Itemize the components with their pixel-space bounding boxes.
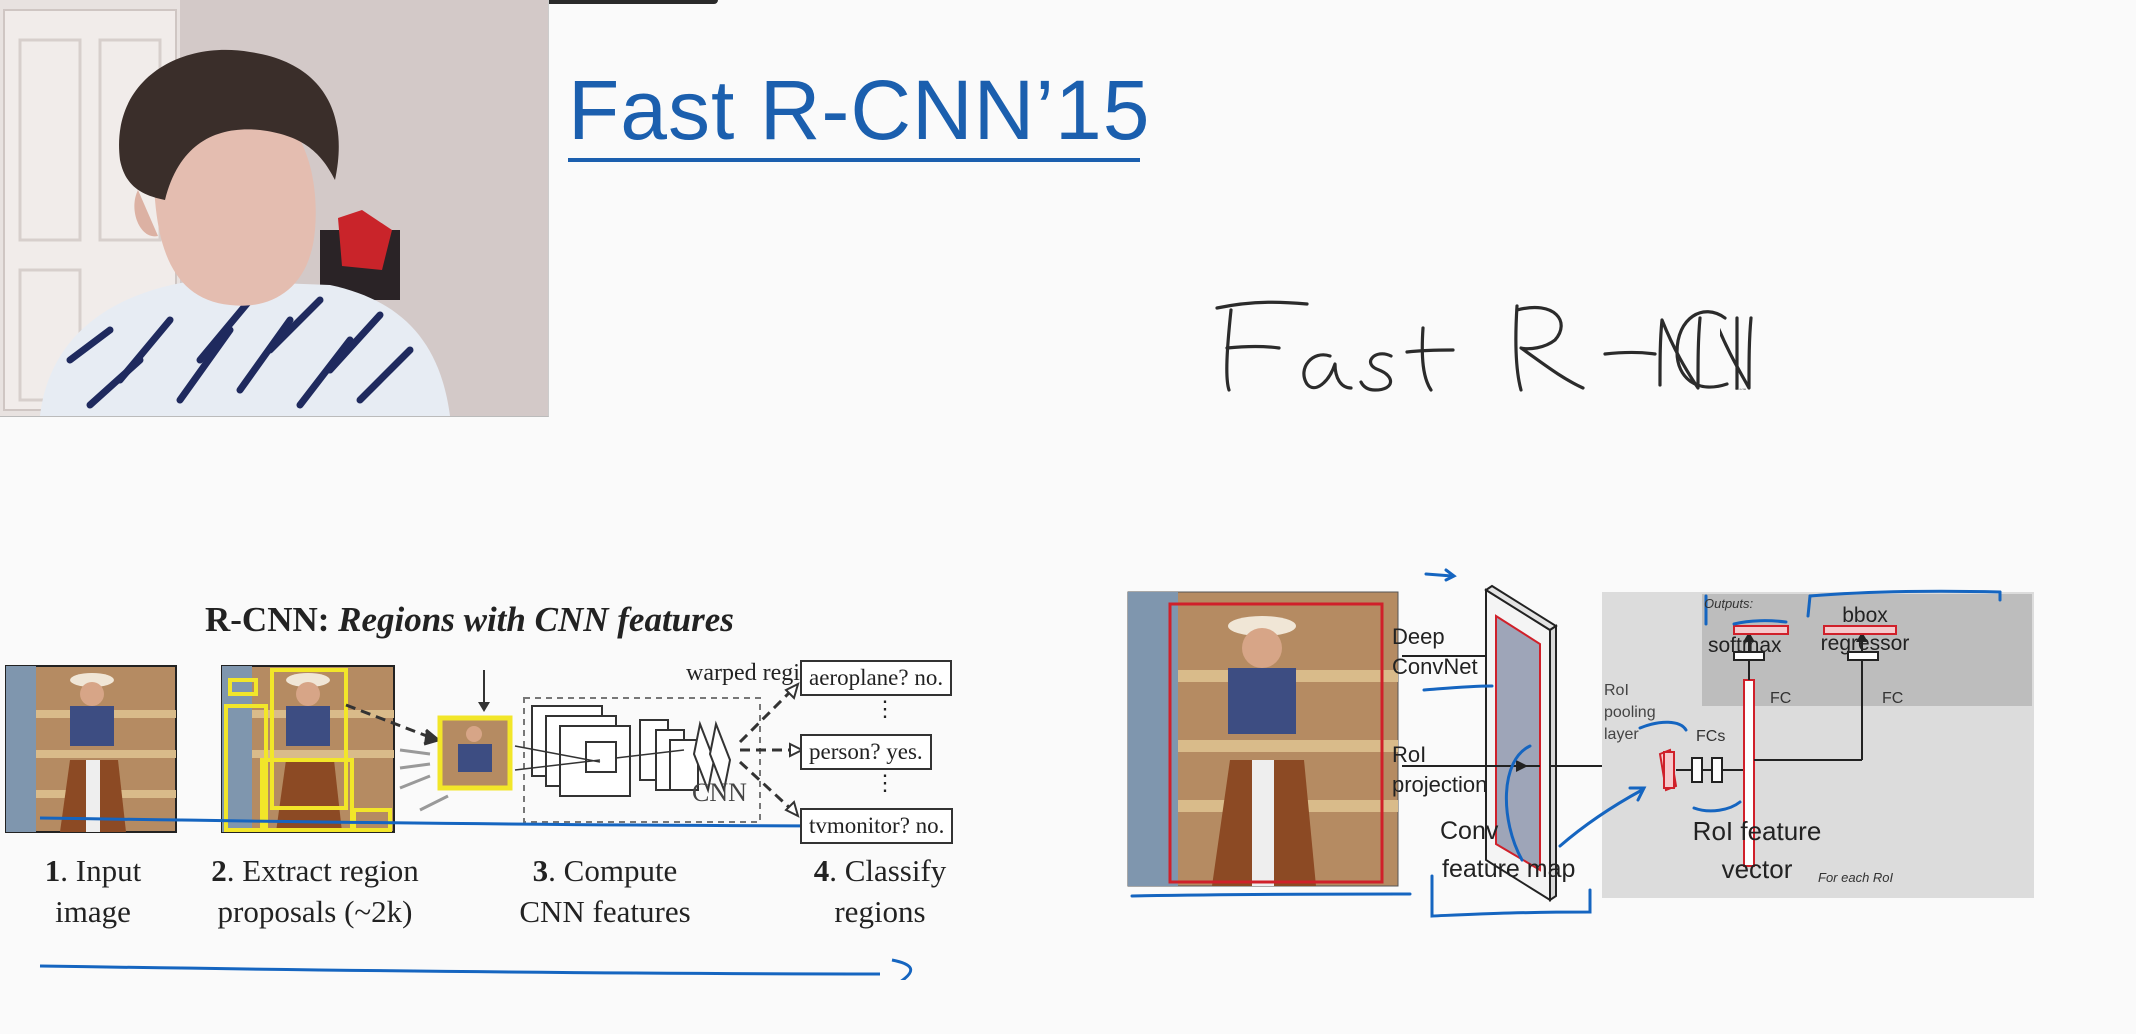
- conv-feature-map-label: Conv: [1440, 812, 1498, 850]
- step-1-label: 1. Input image: [18, 850, 168, 932]
- input-image: [5, 665, 177, 833]
- rcnn-header: R-CNN: Regions with CNN features: [205, 600, 734, 640]
- rcnn-pipeline-graphics: [5, 665, 881, 833]
- bbox-regressor-line2: regressor: [1820, 632, 1910, 655]
- step-2-num: 2: [211, 853, 227, 888]
- class-ellipsis-1: ⋮: [874, 696, 896, 721]
- step-3-line1: . Compute: [548, 853, 678, 888]
- step-4-label: 4. Classify regions: [780, 850, 980, 932]
- class-box-aeroplane: aeroplane? no.: [800, 660, 953, 696]
- roi-projection-label: RoI projection: [1392, 740, 1487, 800]
- roi-projection-line1: RoI: [1392, 742, 1427, 767]
- handwritten-note-text: Fast R-CNN: [1735, 388, 1747, 391]
- step-3-label: 3. Compute CNN features: [490, 850, 720, 932]
- roi-pooling-label: RoI pooling layer: [1604, 680, 1656, 746]
- deep-convnet-label: Deep ConvNet: [1392, 622, 1478, 682]
- title-underline: [568, 158, 1140, 162]
- webcam-video: [0, 0, 549, 417]
- handwritten-nn: [1720, 316, 1753, 390]
- cnn-label: CNN: [692, 778, 747, 807]
- step-2-label: 2. Extract region proposals (~2k): [190, 850, 440, 932]
- roi-feature-vector-line1: RoI feature: [1692, 816, 1822, 846]
- rcnn-underline: [39, 958, 913, 980]
- softmax-label: softmax: [1708, 634, 1782, 657]
- deep-convnet-line2: ConvNet: [1392, 654, 1478, 679]
- fc-label-right: FC: [1882, 690, 1904, 707]
- outputs-panel: [1702, 594, 2032, 706]
- roi-feature-vector-line2: vector: [1721, 854, 1793, 884]
- outputs-label: Outputs:: [1704, 596, 1754, 611]
- for-each-roi-label: For each RoI: [1818, 870, 1894, 885]
- slide-title: Fast R-CNN’15: [568, 63, 1151, 157]
- bbox-regressor-label: bbox regressor: [1808, 602, 1922, 658]
- step-3-num: 3: [532, 853, 549, 888]
- fcs-label: FCs: [1696, 728, 1726, 745]
- step-1-num: 1: [44, 853, 61, 888]
- region-proposals-image: [221, 665, 395, 833]
- roi-pooling-line2: pooling: [1604, 704, 1656, 721]
- cnn-block: [514, 697, 761, 823]
- roi-feature-vector-label: RoI feature vector: [1682, 812, 1832, 888]
- step-3-line2: CNN features: [519, 894, 691, 929]
- step-1-line2: image: [55, 894, 131, 929]
- class-box-tvmonitor: tvmonitor? no.: [800, 808, 954, 844]
- step-4-line2: regions: [834, 894, 926, 929]
- fast-rcnn-graphics: [1127, 568, 2034, 918]
- step-1-line1: . Input: [60, 853, 142, 888]
- class-box-person: person? yes.: [800, 734, 932, 770]
- fc-label-left: FC: [1770, 690, 1792, 707]
- rcnn-header-bold: R-CNN:: [205, 600, 339, 639]
- deep-convnet-line1: Deep: [1392, 624, 1445, 649]
- step-2-line1: . Extract region: [226, 853, 419, 888]
- roi-pooling-line1: RoI: [1604, 682, 1629, 699]
- conv-feature-map-line1: Conv: [1440, 817, 1499, 845]
- class-ellipsis-2: ⋮: [874, 770, 896, 795]
- roi-pooling-line3: layer: [1604, 726, 1639, 743]
- roi-projection-line2: projection: [1392, 772, 1488, 797]
- warped-region-image: [437, 715, 513, 791]
- fast-rcnn-input-image: [1127, 591, 1399, 887]
- rcnn-header-italic: Regions with CNN features: [338, 600, 734, 639]
- handwritten-n: [1658, 316, 1702, 390]
- step-4-num: 4: [813, 853, 830, 888]
- step-2-line2: proposals (~2k): [217, 894, 413, 929]
- step-4-line1: . Classify: [829, 853, 947, 888]
- bbox-regressor-line1: bbox: [1842, 604, 1888, 627]
- conv-feature-map-line2: feature map: [1442, 855, 1576, 883]
